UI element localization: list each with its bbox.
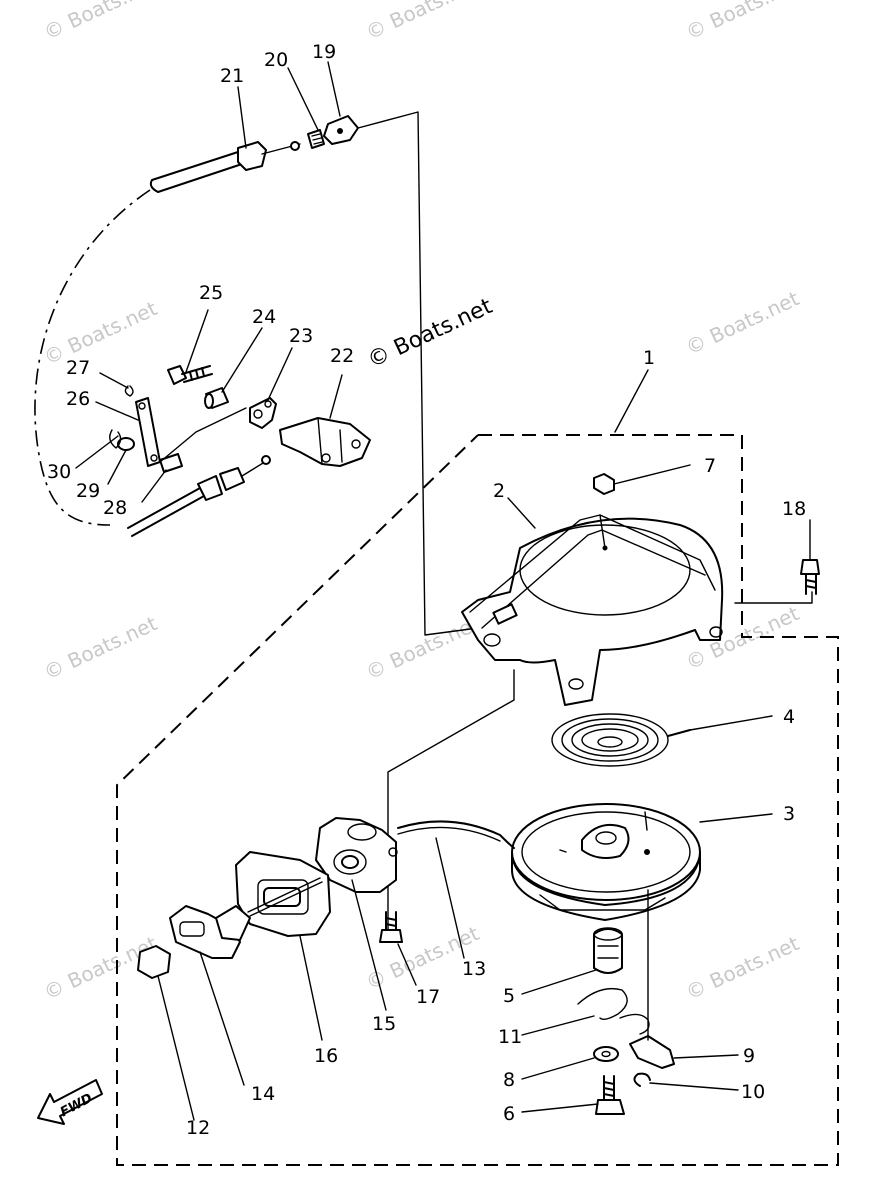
callout-7: 7 xyxy=(704,455,716,477)
callout-12: 12 xyxy=(186,1117,210,1139)
callout-6: 6 xyxy=(503,1103,515,1125)
insert-12 xyxy=(137,945,171,979)
callout-18: 18 xyxy=(782,498,806,520)
cable-nut-21 xyxy=(237,141,267,171)
starter-rope-13 xyxy=(397,820,515,849)
linkage-assembly xyxy=(109,365,371,537)
assembly-boundary xyxy=(116,434,839,1166)
bolt-17 xyxy=(379,911,403,943)
connection-line xyxy=(357,111,479,636)
throttle-cable-upper xyxy=(149,115,359,193)
callout-30: 30 xyxy=(47,461,71,483)
watermark: © Boats.net xyxy=(682,286,803,359)
pawl-spring-11 xyxy=(577,987,650,1035)
callout-9: 9 xyxy=(743,1045,755,1067)
washer-8 xyxy=(593,1046,619,1062)
watermark: © Boats.net xyxy=(40,0,161,45)
handle-grip-16 xyxy=(235,851,331,937)
callout-2: 2 xyxy=(493,480,505,502)
callout-15: 15 xyxy=(372,1013,396,1035)
bolt-6 xyxy=(595,1075,625,1115)
rope-reel-3 xyxy=(511,803,701,921)
callout-1: 1 xyxy=(643,347,655,369)
pawl-9 xyxy=(629,1035,675,1069)
callout-20: 20 xyxy=(264,49,288,71)
watermark: © Boats.net xyxy=(40,611,161,684)
nut-7 xyxy=(593,473,615,495)
callout-11: 11 xyxy=(498,1026,522,1048)
callout-5: 5 xyxy=(503,985,515,1007)
callout-10: 10 xyxy=(741,1081,765,1103)
callout-21: 21 xyxy=(220,65,244,87)
clip-10 xyxy=(633,1072,651,1087)
fwd-arrow: FWD xyxy=(37,1079,103,1125)
bushing-5 xyxy=(593,927,623,974)
callout-29: 29 xyxy=(76,480,100,502)
callout-labels: 1 2 3 4 5 6 7 8 9 10 11 12 13 14 15 16 1… xyxy=(47,41,806,1139)
callout-4: 4 xyxy=(783,706,795,728)
watermark-dark: © Boats.net xyxy=(364,294,497,374)
ring xyxy=(290,141,300,151)
callout-24: 24 xyxy=(252,306,276,328)
callout-27: 27 xyxy=(66,357,90,379)
watermark: © Boats.net xyxy=(682,0,803,45)
callout-25: 25 xyxy=(199,282,223,304)
callout-28: 28 xyxy=(103,497,127,519)
callout-13: 13 xyxy=(462,958,486,980)
starter-housing xyxy=(461,514,724,706)
handle-14 xyxy=(169,877,323,959)
connection-line-2 xyxy=(387,669,515,931)
recoil-spring-4 xyxy=(551,713,691,767)
callout-14: 14 xyxy=(251,1083,275,1105)
callout-16: 16 xyxy=(314,1045,338,1067)
callout-22: 22 xyxy=(330,345,354,367)
cable-route-line xyxy=(34,189,151,526)
callout-23: 23 xyxy=(289,325,313,347)
watermark: © Boats.net xyxy=(362,0,483,45)
callout-26: 26 xyxy=(66,388,90,410)
callout-19: 19 xyxy=(312,41,336,63)
connection-line-3 xyxy=(734,591,813,604)
callout-8: 8 xyxy=(503,1069,515,1091)
watermark: © Boats.net xyxy=(362,611,483,684)
watermark: © Boats.net xyxy=(682,931,803,1004)
leader-lines xyxy=(75,61,811,1121)
bolt-18 xyxy=(800,559,820,595)
callout-3: 3 xyxy=(783,803,795,825)
watermark: © Boats.net xyxy=(40,296,161,369)
callout-17: 17 xyxy=(416,986,440,1008)
